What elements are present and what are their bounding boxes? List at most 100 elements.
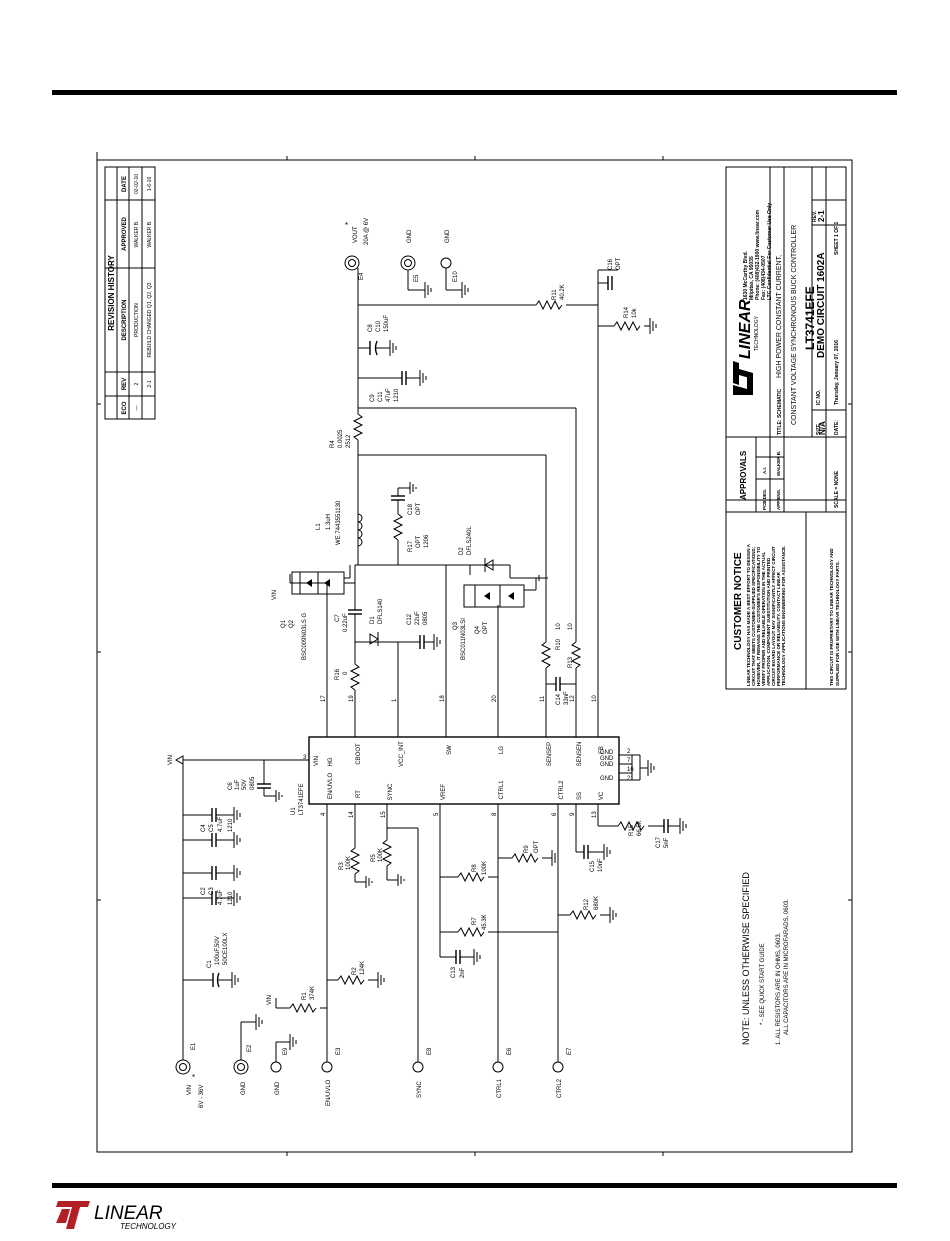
e4-star: * (345, 221, 348, 230)
notes-star: * - SEE QUICK START GUIDE (760, 943, 766, 1025)
rev-value: 2-1 (817, 210, 826, 222)
e4-label: VOUT (353, 226, 359, 243)
d2-value: DFLS240L (467, 526, 473, 555)
rev-col-eco: ECO (122, 401, 128, 414)
ground-symbol (473, 949, 481, 965)
e10-ref: E10 (453, 271, 459, 282)
rev-row-cell: PRODUCTION (134, 303, 140, 337)
customer-notice-title: CUSTOMER NOTICE (733, 552, 744, 650)
c15-ref: C15 (590, 860, 596, 872)
pin-gnd: GND (600, 750, 614, 756)
c7-ref: C7 (335, 614, 341, 622)
connector-e4: E4 VOUT 20A @ 6V * (344, 218, 370, 280)
c14-value: 33nF (564, 691, 570, 705)
r4-value: 0.0025 (338, 429, 344, 448)
capacitor-c2-c3: C2 C3 4.7uF 1210 (183, 865, 241, 906)
resistor-r5: R5 100K (371, 820, 405, 886)
e9-ref: E9 (283, 1047, 289, 1055)
q4-ref: Q4 (475, 625, 481, 634)
ground-symbol (289, 1034, 297, 1050)
ground-symbol (233, 832, 241, 848)
c2-ref: C2 (201, 887, 207, 895)
approvals-title: APPROVALS (739, 450, 748, 500)
r17-package: 1206 (424, 534, 430, 548)
c6-ref: C6 (228, 782, 234, 790)
r14-value: 10k (632, 307, 638, 318)
header-rule (52, 90, 897, 95)
vc-compensation: R15 66.5K C17 5nF (597, 818, 687, 848)
vin-net-arrow (174, 755, 184, 765)
c3-ref: C3 (209, 887, 215, 895)
approvals-row-label: APP ENG. (776, 489, 781, 510)
footer-logo-sub: TECHNOLOGY (120, 1222, 177, 1231)
c14-ref: C14 (556, 693, 562, 705)
r9-ref: R9 (524, 845, 530, 853)
c1-package: 50CE100LX (223, 933, 229, 965)
capacitor-c7: C7 0.22uF (335, 565, 362, 642)
pin-num: 19 (349, 695, 355, 702)
c11-ref: C11 (378, 391, 384, 402)
capacitor-c8-c10: C8 C10 150uF (358, 315, 397, 356)
q1-ref: Q1 (281, 619, 287, 628)
ic-no-value: LT3741EFE (803, 286, 817, 350)
pin-num: 9 (570, 812, 576, 816)
pin-ctrl1: CTRL1 (499, 780, 505, 800)
title-line2: CONSTANT VOLTAGE SYNCHRONOUS BUCK CONTRO… (791, 225, 798, 425)
ic-ref: U1 (291, 807, 297, 815)
ground-symbol (397, 874, 405, 886)
pin-num: 7 (627, 758, 631, 764)
c17-ref: C17 (656, 836, 662, 848)
vref-network: R8 100K R7 45.3K C13 2nF (439, 820, 558, 978)
resistor-r1: VIN R1 374K (267, 986, 327, 1014)
r5-ref: R5 (371, 854, 377, 862)
c15-value: 10nF (598, 858, 604, 872)
c12-package: 0805 (423, 611, 429, 625)
q3-part: BSC011N03LSI (461, 618, 467, 660)
r1-vin-label: VIN (267, 995, 273, 1005)
demo-circuit: DEMO CIRCUIT 1602A (816, 252, 827, 358)
pin-num: 3 (303, 755, 307, 761)
pin-vin: VIN (314, 756, 320, 766)
notice-line: LINEAR TECHNOLOGY HAS MADE A BEST EFFORT… (746, 543, 751, 686)
e1-range: 6V - 36V (199, 1085, 205, 1108)
c9-ref: C9 (370, 394, 376, 402)
proprietary-line: SUPPLIED FOR USE WITH LINEAR TECHNOLOGY … (835, 561, 840, 686)
e1-ref: E1 (191, 1042, 197, 1050)
title-label: TITLE: SCHEMATIC (777, 388, 783, 435)
l1-ref: L1 (316, 523, 322, 530)
rev-col-approved: APPROVED (122, 217, 128, 251)
r11-value: 40.2K (560, 284, 566, 300)
notice-line: CIRCUIT THAT MEETS CUSTOMER-SUPPLIED SPE… (751, 546, 756, 686)
c4-ref: C4 (201, 824, 207, 832)
c10-ref: C10 (376, 320, 382, 332)
e7-label: CTRL2 (557, 1078, 563, 1098)
e6-ref: E6 (507, 1047, 513, 1055)
rev-label: REV. (812, 210, 818, 222)
ground-symbol (233, 890, 241, 906)
notice-line: PERFORMANCE OR RELIABILITY. CONTACT LINE… (776, 571, 781, 686)
pin-gnd: GND (600, 756, 614, 762)
c12-value: 22uF (415, 611, 421, 625)
company-confidential: LTC Confidential-For Customer Use Only (767, 203, 773, 300)
connector-e1: E1 VIN 6V - 36V * (175, 1042, 205, 1108)
ground-symbol (389, 340, 397, 356)
c16-value: OPT (616, 257, 622, 270)
ic-u1: U1 LT3741EFE HG CBOOT VCC_INT SW (291, 695, 655, 820)
e8-label: SYNC (417, 1081, 423, 1098)
ground-symbol (433, 634, 441, 650)
mosfet-q1-q2: VIN Q1 Q2 BSC009N03LS G (272, 564, 446, 660)
e4-rating: 20A @ 6V (364, 218, 370, 245)
title-block-logo: LINEAR TECHNOLOGY (733, 299, 760, 395)
ic-no-label: IC NO. (816, 389, 822, 405)
vout-rail (357, 268, 598, 409)
ground-symbol (551, 850, 559, 866)
e10-label: GND (445, 229, 451, 243)
r10-value: 10 (556, 623, 562, 630)
sw-node (357, 455, 471, 705)
d1-value: DFLS140 (378, 598, 384, 624)
c16-ref: C16 (608, 258, 614, 270)
pin-num: 18 (440, 695, 446, 702)
capacitor-c6: C6 1uF 50V 0805 (228, 760, 283, 802)
feedback-divider: R11 40.2K C16 OPT R14 10k (552, 257, 657, 334)
resistor-r2: R2 124K (327, 961, 385, 988)
